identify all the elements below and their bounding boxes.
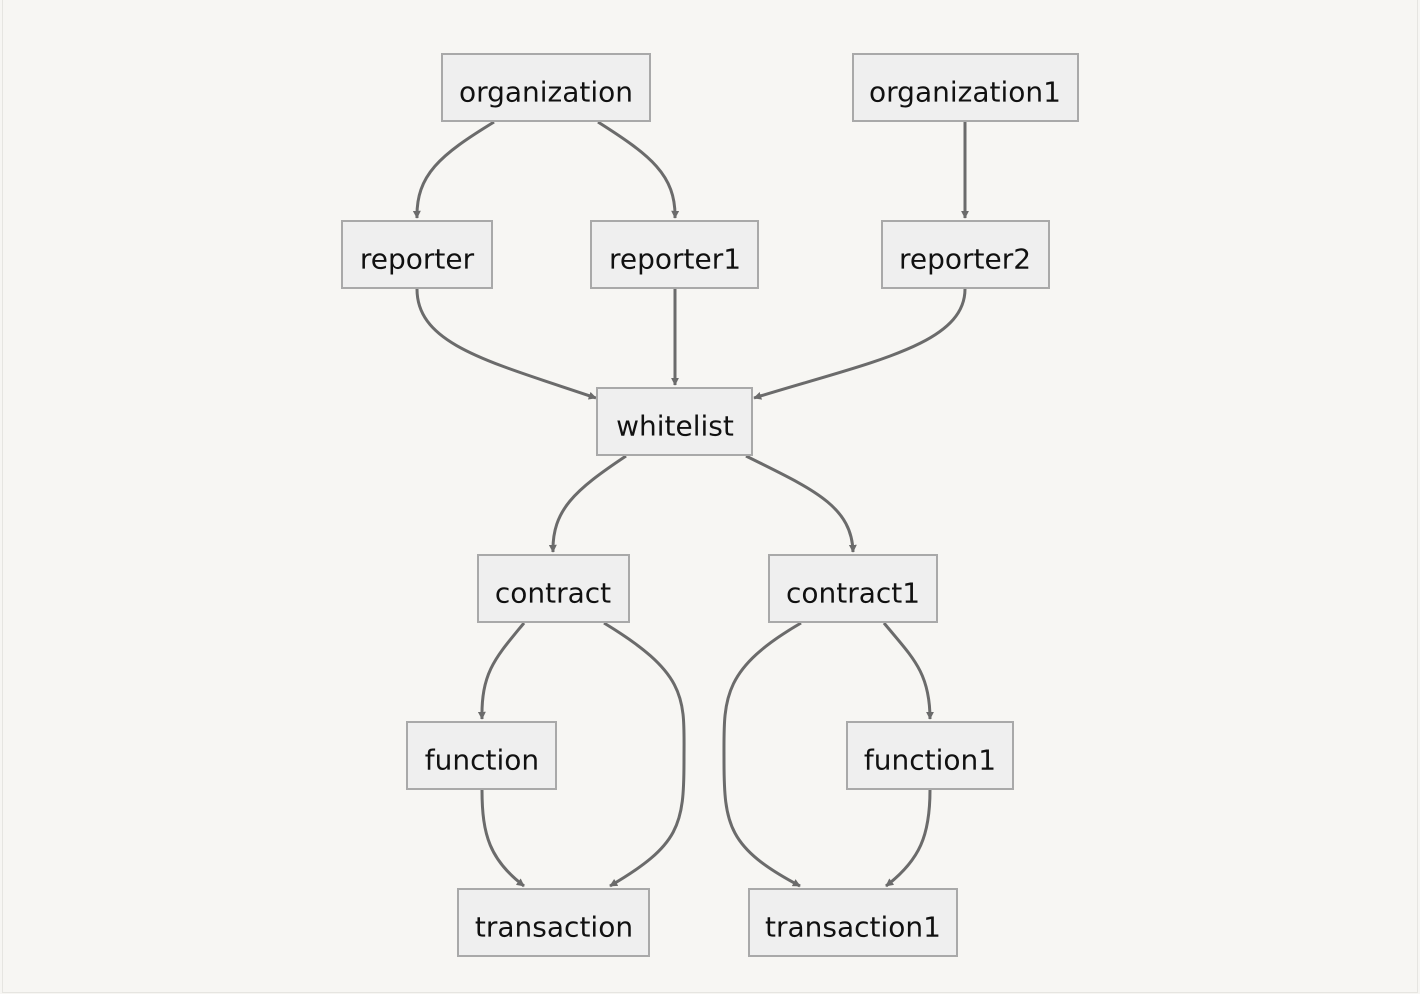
svg-text:reporter2: reporter2 <box>899 243 1031 276</box>
edge-organization-reporter <box>412 120 495 219</box>
svg-text:contract1: contract1 <box>786 577 920 610</box>
edge-organization-reporter1 <box>597 120 680 219</box>
svg-text:contract: contract <box>495 577 611 610</box>
node-transaction[interactable]: transaction <box>457 888 650 957</box>
svg-text:function1: function1 <box>864 744 996 777</box>
svg-text:transaction1: transaction1 <box>765 911 941 944</box>
edge-whitelist-contract <box>548 454 627 553</box>
svg-text:transaction: transaction <box>475 911 633 944</box>
edge-contract1-transaction1 <box>722 621 802 888</box>
node-organization[interactable]: organization <box>441 53 651 122</box>
node-whitelist[interactable]: whitelist <box>596 387 753 456</box>
svg-text:reporter1: reporter1 <box>609 243 741 276</box>
node-reporter1[interactable]: reporter1 <box>590 220 759 289</box>
svg-text:function: function <box>425 744 539 777</box>
edge-function1-transaction1 <box>885 789 932 888</box>
edge-contract-function <box>477 622 526 720</box>
edge-reporter2-whitelist <box>753 288 967 400</box>
svg-text:whitelist: whitelist <box>616 410 734 443</box>
edges <box>412 120 969 888</box>
node-contract1[interactable]: contract1 <box>768 554 938 623</box>
node-function1[interactable]: function1 <box>846 721 1014 790</box>
edge-whitelist-contract1 <box>745 454 857 553</box>
node-reporter[interactable]: reporter <box>341 220 493 289</box>
svg-text:organization: organization <box>459 76 633 109</box>
node-organization1[interactable]: organization1 <box>852 53 1079 122</box>
node-transaction1[interactable]: transaction1 <box>748 888 958 957</box>
svg-text:organization1: organization1 <box>869 76 1061 109</box>
svg-text:reporter: reporter <box>360 243 475 276</box>
node-function[interactable]: function <box>406 721 557 790</box>
edge-contract1-function1 <box>882 622 934 720</box>
edge-reporter-whitelist <box>415 288 597 400</box>
node-contract[interactable]: contract <box>477 554 630 623</box>
node-reporter2[interactable]: reporter2 <box>881 220 1050 289</box>
edge-contract-transaction <box>603 621 686 888</box>
edge-function-transaction <box>480 789 525 888</box>
